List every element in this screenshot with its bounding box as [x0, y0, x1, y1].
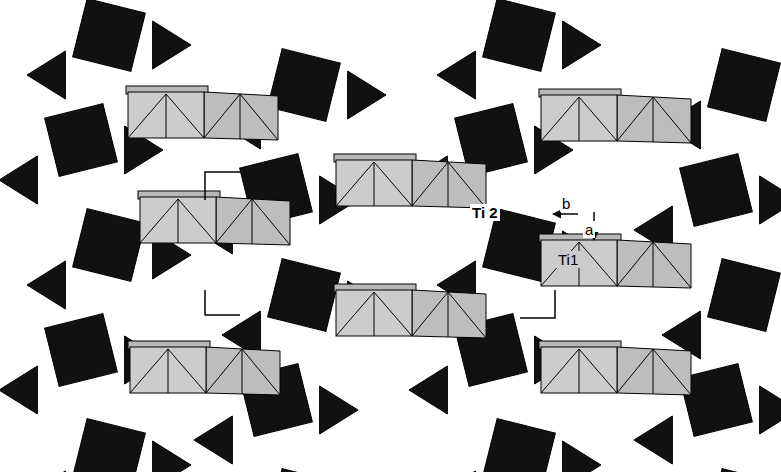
tetrahedron — [760, 386, 781, 434]
tetrahedron — [563, 21, 601, 69]
octahedron — [483, 0, 556, 71]
tetrahedron — [437, 51, 475, 99]
octahedron — [708, 259, 781, 332]
octahedron — [73, 209, 146, 282]
tetrahedron — [153, 441, 191, 472]
tetrahedron — [27, 51, 65, 99]
octahedron — [268, 469, 341, 472]
octahedron-chain — [126, 86, 278, 140]
cell-corner — [520, 290, 555, 318]
cell-corner — [205, 172, 240, 200]
octahedron-chain — [334, 284, 486, 338]
octahedron-chain — [334, 154, 486, 208]
tetrahedron — [348, 71, 386, 119]
tetrahedron — [27, 261, 65, 309]
tetrahedron — [0, 366, 37, 414]
octahedron — [708, 49, 781, 122]
octahedron — [45, 104, 118, 177]
octahedron — [73, 0, 146, 71]
tetrahedron — [27, 471, 65, 472]
octahedron — [708, 469, 781, 472]
octahedron — [73, 419, 146, 472]
atom-label: a — [583, 221, 595, 238]
tetrahedron — [0, 156, 37, 204]
octahedron — [45, 314, 118, 387]
tetrahedron — [320, 386, 358, 434]
octahedron — [483, 419, 556, 472]
tetrahedron — [634, 416, 672, 464]
octahedron-chain — [539, 89, 691, 143]
tetrahedron — [437, 471, 475, 472]
octahedron-chain — [539, 341, 691, 395]
tetrahedron — [760, 176, 781, 224]
octahedron-chain — [128, 341, 280, 395]
atom-label: Ti 2 — [470, 204, 500, 221]
octahedron — [680, 154, 753, 227]
tetrahedron — [194, 416, 232, 464]
octahedron-chain — [539, 234, 691, 288]
atom-label: Ti1 — [556, 251, 580, 268]
tetrahedron — [153, 21, 191, 69]
octahedron — [268, 259, 341, 332]
octahedron — [268, 49, 341, 122]
tetrahedron — [563, 441, 601, 472]
axis-arrow — [553, 213, 578, 215]
atom-label: b — [560, 195, 572, 212]
cell-corner — [205, 290, 240, 315]
octahedron-chain — [138, 191, 290, 245]
tetrahedron — [409, 366, 447, 414]
